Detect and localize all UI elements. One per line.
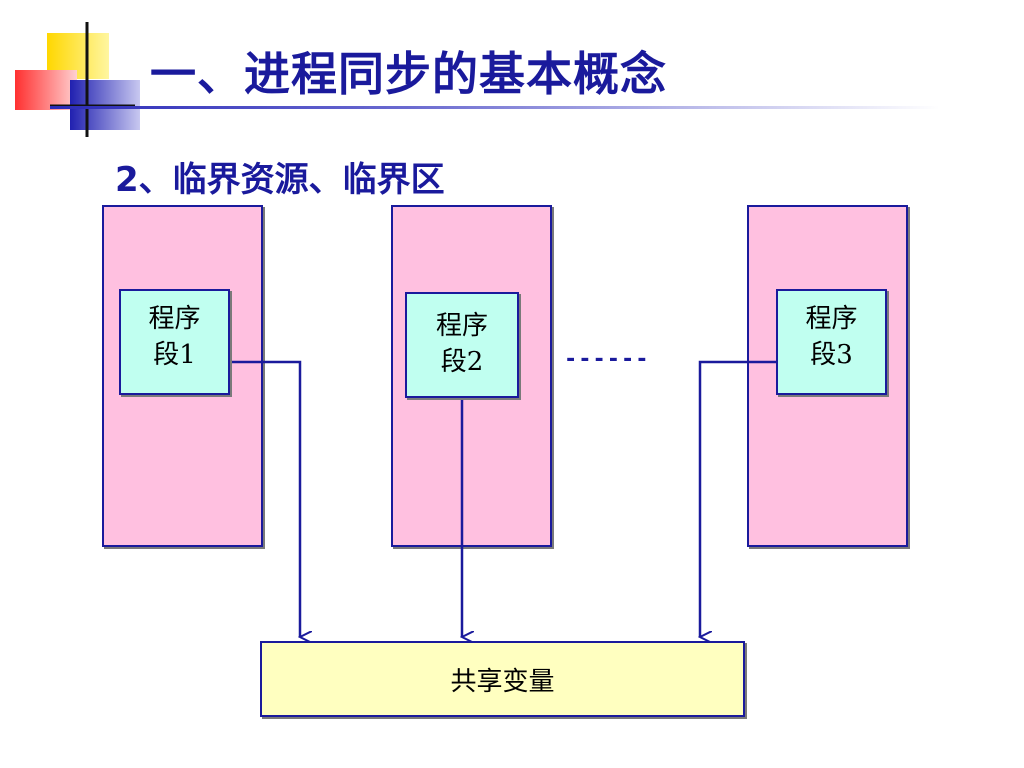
segment-2-line1: 程序 xyxy=(435,311,488,341)
slide-title: 一、进程同步的基本概念 xyxy=(150,47,667,101)
segment-3-line1: 程序 xyxy=(805,304,858,334)
segment-2-line2: 段2 xyxy=(440,347,484,377)
segment-1-line2: 段1 xyxy=(153,340,196,370)
connector-segment-3 xyxy=(700,360,776,637)
ellipsis-dashes: ------ xyxy=(564,347,649,372)
connector-segment-1 xyxy=(232,360,300,637)
program-segment-1: 程序 段1 xyxy=(119,289,230,395)
program-segment-2: 程序 段2 xyxy=(405,292,519,398)
program-segment-3: 程序 段3 xyxy=(776,289,887,395)
section-heading: 2、临界资源、临界区 xyxy=(115,160,445,200)
title-underline xyxy=(50,106,940,109)
segment-1-line1: 程序 xyxy=(148,304,201,334)
shared-variable-label: 共享变量 xyxy=(450,666,555,697)
shared-variable-box: 共享变量 xyxy=(260,641,745,717)
segment-3-line2: 段3 xyxy=(810,340,853,370)
